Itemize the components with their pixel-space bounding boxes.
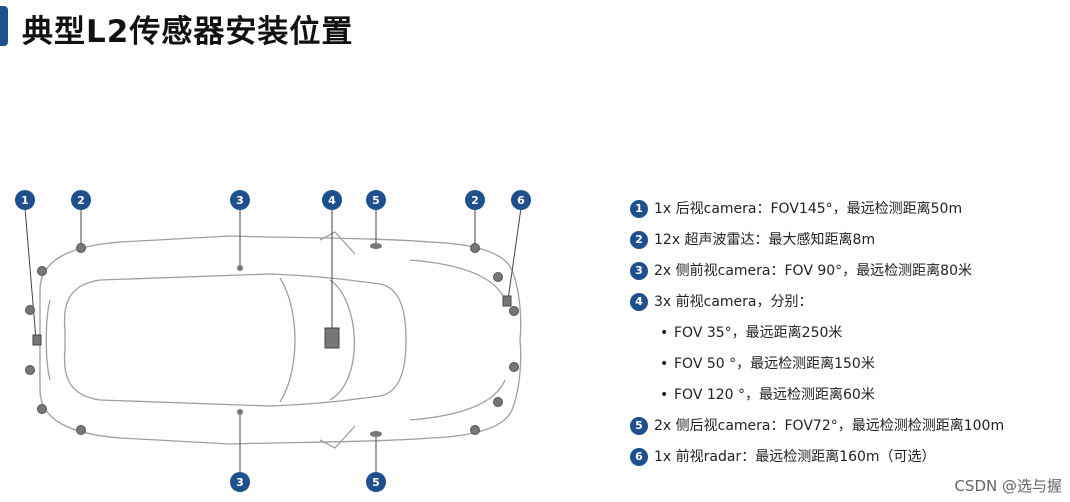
marker-6: 6 [511, 190, 531, 210]
side-mirror-bottom [319, 425, 356, 449]
ultrasonic-sensor [470, 243, 480, 253]
rear-camera [32, 334, 42, 346]
legend-number-badge: 6 [630, 448, 648, 466]
legend-number-badge: 2 [630, 231, 648, 249]
legend-subitem: FOV 35°，最远距离250米 [630, 322, 1060, 353]
legend-text: 3x 前视camera，分别： [654, 294, 813, 310]
car-sensor-diagram: 1 2 3 4 5 2 6 3 5 [15, 190, 531, 492]
marker-2-front: 2 [465, 190, 485, 210]
ultrasonic-sensor [25, 365, 35, 375]
svg-text:3: 3 [236, 194, 244, 207]
car-body-outline [39, 235, 522, 445]
svg-text:4: 4 [328, 194, 336, 207]
legend-item-1: 1 1x 后视camera：FOV145°，最远检测距离50m [630, 198, 1060, 229]
svg-text:5: 5 [372, 194, 380, 207]
car-roof-line [279, 277, 296, 403]
legend-text: 12x 超声波雷达：最大感知距离8m [654, 232, 876, 248]
car-windshield [329, 279, 356, 401]
legend-number-badge: 1 [630, 200, 648, 218]
car-cabin-outline [63, 273, 407, 407]
ultrasonic-sensor [509, 306, 519, 316]
marker-1: 1 [15, 190, 35, 210]
svg-text:3: 3 [236, 476, 244, 489]
side-mirror-top [319, 231, 356, 255]
title-accent-bar [0, 6, 8, 46]
ultrasonic-sensor [470, 425, 480, 435]
marker-3-bottom: 3 [230, 472, 250, 492]
watermark: CSDN @选与握 [954, 477, 1062, 495]
legend-item-4: 4 3x 前视camera，分别： [630, 291, 1060, 322]
marker-4: 4 [322, 190, 342, 210]
svg-text:6: 6 [517, 194, 525, 207]
ultrasonic-sensor [493, 397, 503, 407]
legend-subitem: FOV 50 °，最远检测距离150米 [630, 353, 1060, 384]
car-hood-line-top [409, 259, 506, 301]
legend-text: 2x 侧前视camera：FOV 90°，最远检测距离80米 [654, 263, 972, 279]
legend-item-6: 6 1x 前视radar：最远检测距离160m（可选） [630, 446, 1060, 477]
marker-5-bottom: 5 [366, 472, 386, 492]
ultrasonic-sensor [509, 362, 519, 372]
legend-number-badge: 3 [630, 262, 648, 280]
front-radar [502, 295, 512, 307]
car-hood-line-bottom [409, 379, 506, 421]
legend-text: 1x 后视camera：FOV145°，最远检测距离50m [654, 201, 963, 217]
legend-text: 2x 侧后视camera：FOV72°，最远检测检测距离100m [654, 418, 1005, 434]
ultrasonic-sensor [37, 404, 47, 414]
legend-number-badge: 4 [630, 293, 648, 311]
legend-item-5: 5 2x 侧后视camera：FOV72°，最远检测检测距离100m [630, 415, 1060, 446]
front-camera-module [324, 327, 340, 349]
side-front-camera [237, 265, 243, 271]
svg-text:5: 5 [372, 476, 380, 489]
legend-text: 1x 前视radar：最远检测距离160m（可选） [654, 449, 936, 465]
svg-text:2: 2 [77, 194, 85, 207]
sensor-legend: 1 1x 后视camera：FOV145°，最远检测距离50m 2 12x 超声波雷… [630, 198, 1060, 477]
ultrasonic-sensor [76, 425, 86, 435]
page-title: 典型L2传感器安装位置 [22, 14, 354, 50]
ultrasonic-sensor [76, 243, 86, 253]
side-rear-camera [370, 431, 382, 437]
svg-text:2: 2 [471, 194, 479, 207]
legend-item-3: 3 2x 侧前视camera：FOV 90°，最远检测距离80米 [630, 260, 1060, 291]
car-trunk-line [45, 299, 51, 381]
marker-3-top: 3 [230, 190, 250, 210]
marker-5-top: 5 [366, 190, 386, 210]
ultrasonic-sensor [25, 305, 35, 315]
legend-number-badge: 5 [630, 417, 648, 435]
side-rear-camera [370, 243, 382, 249]
legend-item-2: 2 12x 超声波雷达：最大感知距离8m [630, 229, 1060, 260]
svg-text:1: 1 [21, 194, 29, 207]
legend-subitem: FOV 120 °，最远检测距离60米 [630, 384, 1060, 415]
marker-2-rear: 2 [71, 190, 91, 210]
side-front-camera [237, 409, 243, 415]
ultrasonic-sensor [37, 266, 47, 276]
ultrasonic-sensor [493, 272, 503, 282]
